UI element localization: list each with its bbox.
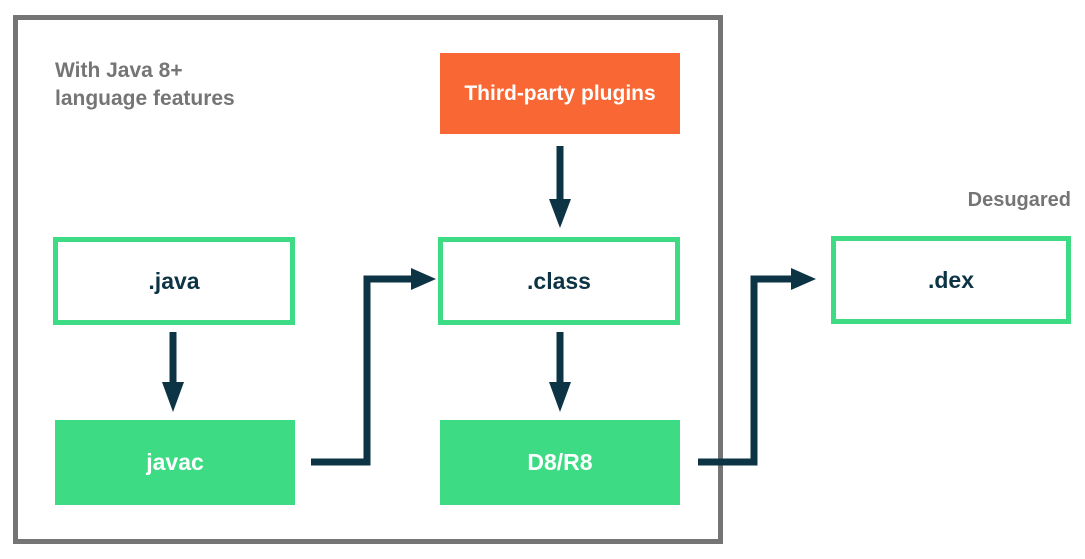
node-d8r8: D8/R8 xyxy=(440,420,680,505)
node-java-file: .java xyxy=(53,237,295,325)
node-third-party-plugins: Third-party plugins xyxy=(440,53,680,134)
desugared-label: Desugared xyxy=(967,189,1071,211)
caption-line-1: With Java 8+ xyxy=(55,59,183,82)
node-class-file: .class xyxy=(438,237,680,325)
diagram-caption: With Java 8+ language features xyxy=(55,57,235,112)
caption-line-2: language features xyxy=(55,86,235,110)
node-dex-file: .dex xyxy=(831,236,1071,324)
node-javac: javac xyxy=(55,420,295,505)
